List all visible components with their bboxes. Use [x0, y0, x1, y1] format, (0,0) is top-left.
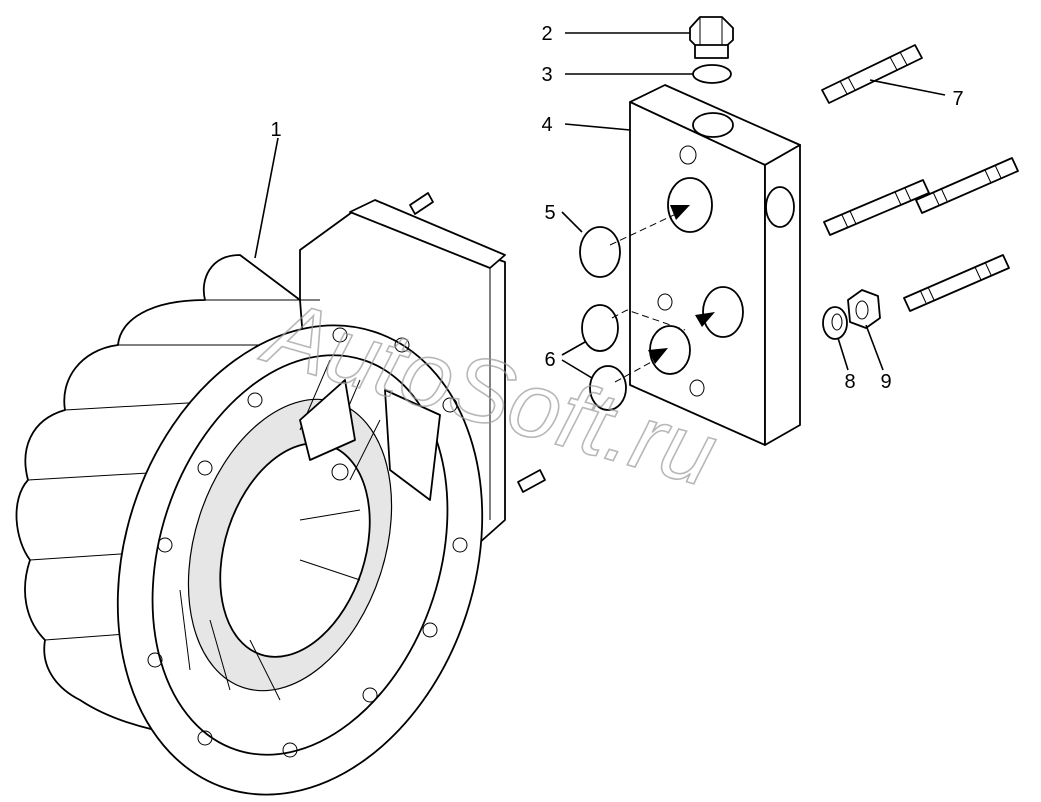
seal-ring-part-3	[692, 64, 732, 84]
plug-part-2	[689, 16, 734, 59]
stud-parts-7	[821, 44, 1019, 312]
o-ring-part-6b	[589, 365, 627, 411]
leader-lines	[254, 32, 946, 379]
callout-2: 2	[541, 23, 552, 45]
callout-4: 4	[541, 114, 552, 136]
nut-part-9	[847, 289, 881, 329]
callout-6: 6	[544, 349, 555, 371]
callout-8: 8	[844, 371, 855, 393]
housing-part-1	[15, 192, 546, 796]
spring-washer-part-8	[822, 306, 848, 340]
callout-9: 9	[880, 371, 891, 393]
assembly-arrows	[609, 205, 715, 383]
valve-block-part-4	[629, 84, 801, 446]
callout-3: 3	[541, 64, 552, 86]
o-ring-part-5	[579, 226, 621, 278]
o-ring-part-6a	[581, 304, 619, 352]
callout-7: 7	[952, 88, 963, 110]
callout-5: 5	[544, 202, 555, 224]
callout-1: 1	[270, 119, 281, 141]
